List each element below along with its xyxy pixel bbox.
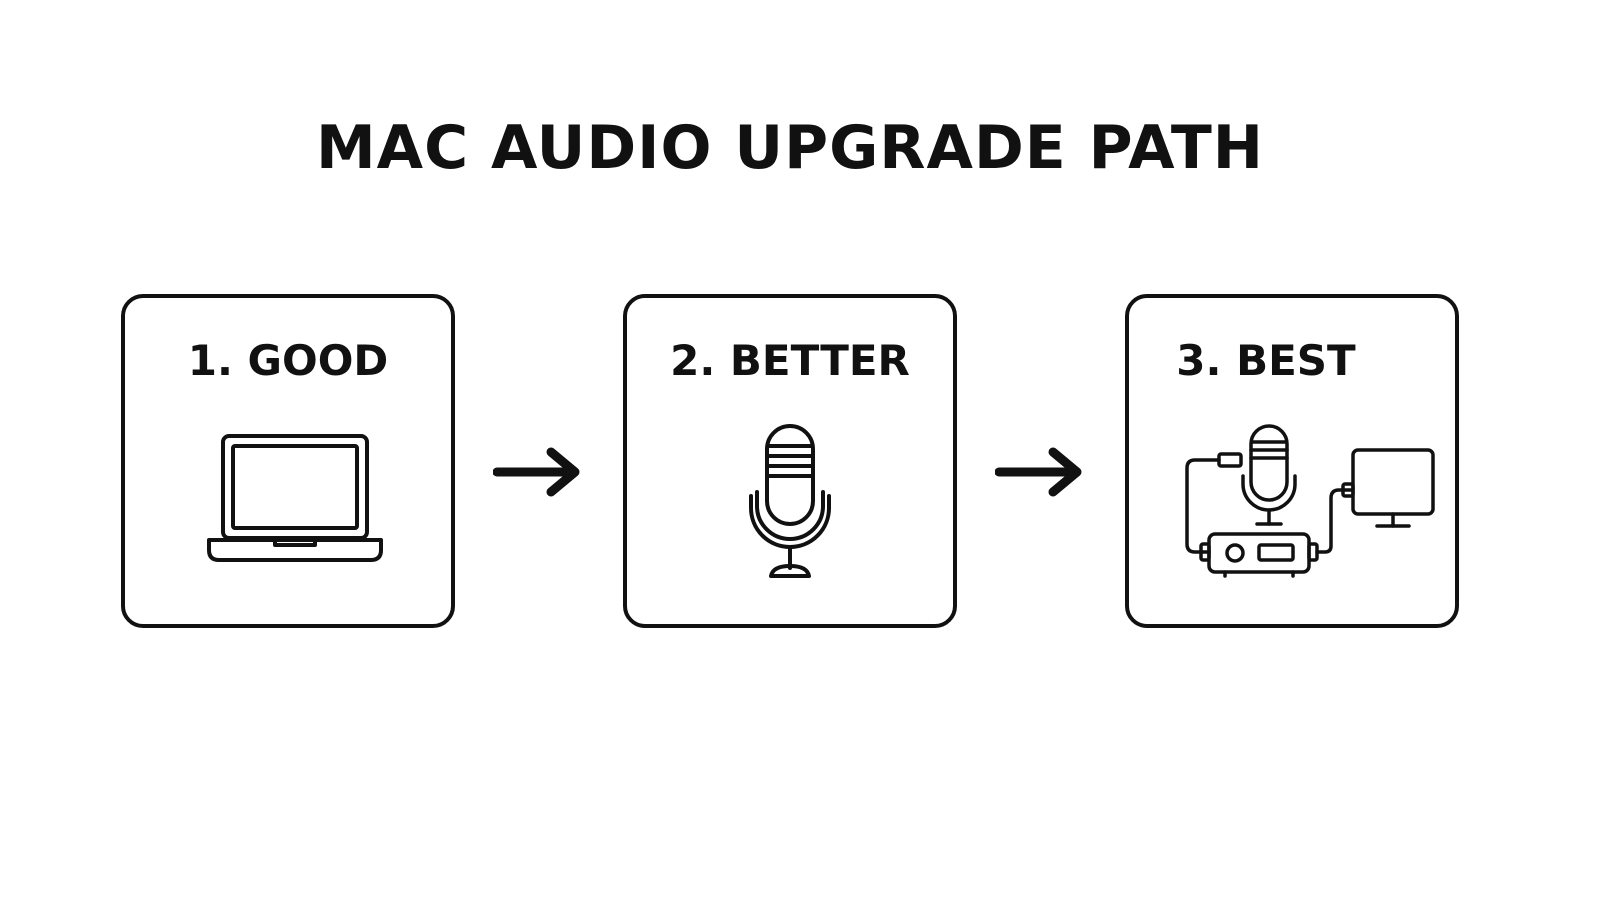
microphone-icon xyxy=(627,416,953,586)
audio-interface-setup-icon xyxy=(1129,416,1455,586)
step-good-card: 1. GOOD xyxy=(121,294,455,628)
step-best-card: 3. BEST xyxy=(1125,294,1459,628)
arrow-right-icon xyxy=(995,444,1091,500)
arrow-right-icon xyxy=(493,444,589,500)
laptop-icon xyxy=(125,416,451,586)
step-better-label: 2. BETTER xyxy=(670,336,910,385)
step-better-card: 2. BETTER xyxy=(623,294,957,628)
step-best-label: 3. BEST xyxy=(1176,336,1356,385)
step-good-label: 1. GOOD xyxy=(187,336,389,385)
diagram-title: MAC AUDIO UPGRADE PATH xyxy=(315,113,1265,183)
